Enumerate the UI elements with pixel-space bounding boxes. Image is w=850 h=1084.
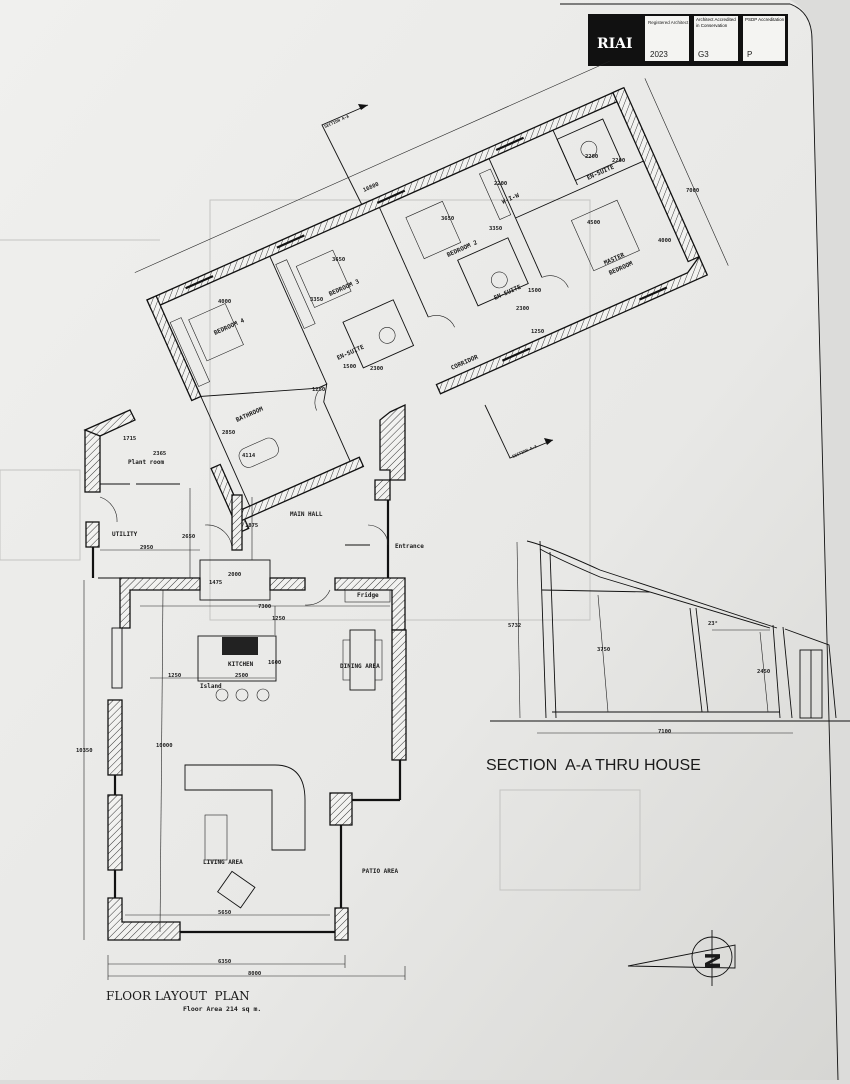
dim-label: 3650 bbox=[441, 216, 454, 222]
dim-label: 2300 bbox=[370, 366, 383, 372]
room-dining-area: DINING AREA bbox=[340, 663, 380, 670]
dim-label: 5650 bbox=[218, 910, 231, 916]
dim-label: 3750 bbox=[597, 647, 610, 653]
room-living-area: LIVING AREA bbox=[203, 859, 243, 866]
title-cell-value: G3 bbox=[698, 50, 709, 59]
title-cell-value: P bbox=[747, 50, 752, 59]
dim-label: 7300 bbox=[258, 604, 271, 610]
section-title: SECTION A-A THRU HOUSE bbox=[486, 757, 701, 774]
title-block: RIAI Registered Architect 2023 Architect… bbox=[588, 14, 788, 66]
dim-label: 7000 bbox=[686, 188, 699, 194]
wall bbox=[146, 295, 202, 402]
island-label: Island bbox=[200, 683, 222, 690]
plan-floor-area: Floor Area 214 sq m. bbox=[183, 1005, 261, 1013]
dim-label: 4114 bbox=[242, 453, 256, 459]
dim-label: 1600 bbox=[268, 660, 281, 666]
dim-label: 3350 bbox=[310, 297, 323, 303]
dim-label: 2950 bbox=[140, 545, 153, 551]
bedroom-wing bbox=[134, 60, 729, 534]
svg-text:N: N bbox=[701, 952, 725, 969]
dim-label: 2850 bbox=[222, 430, 235, 436]
dim-label: 10350 bbox=[76, 748, 93, 754]
dim-label: 3350 bbox=[489, 226, 502, 232]
north-arrow-icon: N bbox=[627, 930, 736, 986]
title-cell-label: PSDP Accreditation bbox=[745, 17, 785, 22]
dim-label: 2000 bbox=[228, 572, 241, 578]
paper-border bbox=[560, 3, 839, 1081]
dim-label: 1475 bbox=[209, 580, 222, 586]
dim-label: 1715 bbox=[123, 436, 136, 442]
room-patio-area: PATIO AREA bbox=[362, 868, 399, 875]
dim-label: 3650 bbox=[332, 257, 345, 263]
room-main-hall: MAIN HALL bbox=[290, 511, 323, 518]
title-cell-label: Registered Architect bbox=[648, 20, 689, 25]
dim-label: 10000 bbox=[156, 743, 173, 749]
title-cell-label: Architect Accredited in Conservation bbox=[696, 17, 736, 28]
room-utility: UTILITY bbox=[112, 531, 138, 538]
ground-labels: Plant room UTILITY MAIN HALL Entrance Fr… bbox=[76, 459, 424, 1013]
dim-label: 5732 bbox=[508, 623, 521, 629]
dim-label: 8000 bbox=[248, 971, 261, 977]
dim-label: 2300 bbox=[516, 306, 529, 312]
fridge-label: Fridge bbox=[357, 592, 379, 599]
dim-label: 2650 bbox=[182, 534, 195, 540]
dim-label: 2450 bbox=[757, 669, 770, 675]
plan-title: FLOOR LAYOUT PLAN bbox=[106, 989, 250, 1003]
dim-label: 2200 bbox=[494, 181, 507, 187]
room-entrance: Entrance bbox=[395, 543, 424, 550]
dim-label: 4000 bbox=[218, 299, 231, 305]
dim-label: 2365 bbox=[153, 451, 166, 457]
dim-label: 4500 bbox=[587, 220, 600, 226]
dim-label: 4000 bbox=[658, 238, 671, 244]
dim-label: 2200 bbox=[585, 154, 598, 160]
dim-label: 1250 bbox=[272, 616, 285, 622]
dim-label: 23° bbox=[708, 621, 718, 627]
dim-label: 1250 bbox=[168, 673, 181, 679]
room-kitchen: KITCHEN bbox=[228, 661, 254, 668]
wall bbox=[612, 86, 700, 263]
dim-label: 6350 bbox=[218, 959, 231, 965]
section-drawing: 5732 3750 23° 2450 7100 SECTION A-A THRU… bbox=[486, 540, 850, 774]
dim-label: 1500 bbox=[528, 288, 541, 294]
dim-label: 1875 bbox=[245, 523, 258, 529]
ground-floor: N bbox=[83, 403, 736, 986]
dim-label: 1500 bbox=[343, 364, 356, 370]
title-cell-value: 2023 bbox=[650, 50, 668, 59]
dim-label: 1250 bbox=[312, 387, 325, 393]
dim-label: 1250 bbox=[531, 329, 544, 335]
riai-logo: RIAI bbox=[597, 36, 633, 52]
dim-label: 2200 bbox=[612, 158, 625, 164]
dim-label: 7100 bbox=[658, 729, 671, 735]
room-plant-room: Plant room bbox=[128, 459, 165, 466]
dim-label: 2500 bbox=[235, 673, 248, 679]
